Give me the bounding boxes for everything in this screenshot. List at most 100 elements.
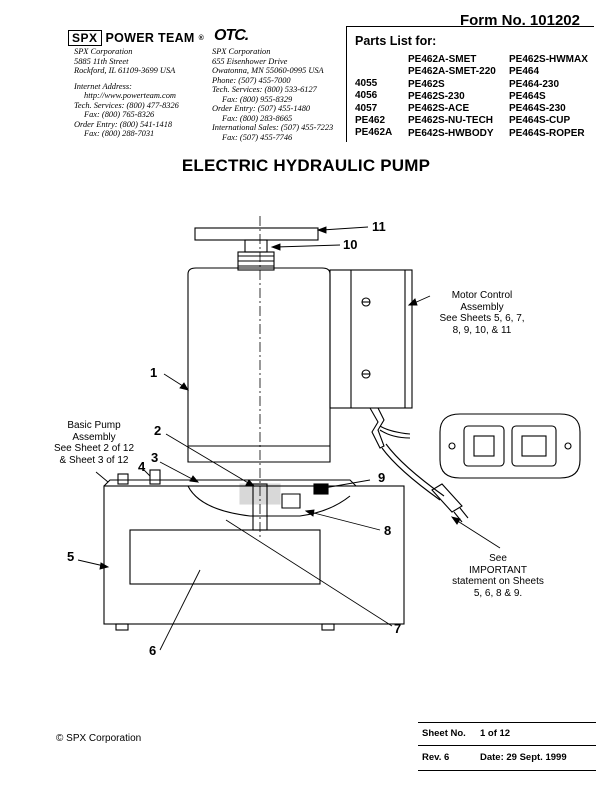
address-line: Internet Address: [74,81,132,91]
part-number: PE464 [509,66,540,78]
date-label: Date: 29 Sept. 1999 [480,752,567,763]
part-number: PE464S-CUP [509,115,571,127]
callout-10: 10 [343,237,358,252]
part-number: PE462S-NU-TECH [408,115,494,127]
note-line: Basic Pump [67,420,121,431]
part-number: PE462S [408,78,445,90]
power-team-logo: SPX POWER TEAM ® [68,30,204,46]
part-number: PE462S-HWMAX [509,54,588,65]
parts-list-col-2: PE462A-SMET PE462A-SMET-220 PE462S PE462… [408,54,496,140]
sheet-value: 1 of 12 [480,728,511,739]
power-cord-shape [381,447,441,501]
note-line: Assembly [460,301,504,313]
pump-housing-shape [187,485,351,517]
reservoir-panel-shape [129,529,321,585]
address-line: Tech. Services: (800) 477-8326 [74,100,179,110]
footer-rule [418,745,596,746]
motor-control-note: Motor Control Assembly See Sheets 5, 6, … [422,290,542,336]
copyright: © SPX Corporation [56,733,142,744]
address-owatonna: SPX Corporation 655 Eisenhower Drive Owa… [212,47,333,142]
top-handle-shape [194,227,319,241]
callout-3: 3 [151,450,159,465]
part-number: PE462A [355,127,393,139]
part-number: PE462A-SMET-220 [408,66,496,78]
footer-rule [418,722,596,723]
address-line: Order Entry: (800) 541-1418 [74,119,173,129]
note-line: See [489,553,507,564]
note-line: Assembly [72,431,116,443]
plug-shape [431,483,463,513]
important-note: See IMPORTANT statement on Sheets 5, 6, … [448,553,548,599]
address-line: Phone: (507) 455-7000 [212,75,291,85]
website-link[interactable]: http://www.powerteam.com [84,91,176,100]
address-line: Rockford, IL 61109-3699 USA [74,66,176,75]
address-line: SPX Corporation [74,47,133,56]
address-line: 655 Eisenhower Drive [212,56,288,66]
registered-mark: ® [198,34,204,42]
callout-8: 8 [384,523,392,538]
bolt-shape [117,473,129,485]
part-number: 4056 [355,90,378,102]
rev-label: Rev. 6 [422,752,450,763]
parts-list-col-1: 4055 4056 4057 PE462 PE462A [355,78,392,139]
callout-2: 2 [154,423,162,438]
spx-logo: SPX [68,30,102,46]
callout-11: 11 [372,219,386,234]
part-number: PE464S [509,90,546,102]
note-line: & Sheet 3 of 12 [59,454,129,466]
footer-rule [418,770,596,771]
address-line: Fax: (800) 765-8326 [84,110,155,119]
part-number: PE642S-HWBODY [408,127,494,139]
address-line: Order Entry: (507) 455-1480 [212,104,311,113]
note-line: 8, 9, 10, & 11 [452,324,512,336]
address-line: Tech. Services: (800) 533-6127 [212,85,317,94]
form-number: Form No. 101202 [459,12,580,29]
callout-4: 4 [138,459,146,474]
part-number: PE464S-230 [509,103,566,115]
part-number: 4057 [355,102,378,114]
motor-body-shape [187,267,331,463]
address-line: SPX Corporation [212,47,271,56]
reservoir-shape [103,485,405,625]
parts-list-title: Parts List for: [355,34,437,48]
otc-logo: OTC. [214,27,249,44]
part-number: PE464S-ROPER [509,127,585,139]
note-line: See Sheet 2 of 12 [53,443,135,454]
part-number: 4055 [355,78,378,89]
address-line: International Sales: (507) 455-7223 [212,123,334,132]
note-line: IMPORTANT [469,564,527,576]
note-line: 5, 6, 8 & 9. [473,587,523,599]
pendant-shape [439,413,581,479]
bolt-shape [149,469,161,485]
note-line: Motor Control [451,290,513,301]
address-line: Fax: (800) 283-8665 [222,113,293,123]
parts-list-top-rule [346,26,594,27]
basic-pump-note: Basic Pump Assembly See Sheet 2 of 12 & … [36,420,152,466]
part-number: PE462 [355,114,386,126]
part-number: PE462S-ACE [408,103,470,115]
motor-control-box-shape [329,269,413,409]
address-line: Fax: (800) 955-8329 [222,94,293,104]
address-line: Owatonna, MN 55060-0995 USA [212,66,324,75]
nut-shape [244,239,268,253]
cord-relief-shape [369,407,385,449]
power-team-wordmark: POWER TEAM [105,31,195,45]
parts-list-left-rule [346,26,347,142]
callout-9: 9 [378,470,386,485]
address-line: Fax: (507) 455-7746 [222,132,293,142]
callout-7: 7 [394,621,402,636]
address-rockford: SPX Corporation 5885 11th Street Rockfor… [74,47,179,139]
document-title: ELECTRIC HYDRAULIC PUMP [181,156,431,175]
part-number: PE462A-SMET [408,54,477,65]
callout-5: 5 [67,549,75,564]
note-line: statement on Sheets [452,576,544,587]
address-line: 5885 11th Street [74,56,129,66]
callout-6: 6 [149,643,157,658]
part-number: PE462S-230 [408,90,465,102]
parts-list-col-3: PE462S-HWMAX PE464 PE464-230 PE464S PE46… [509,54,588,140]
sheet-info-box: Sheet No. 1 of 12 Rev. 6 Date: 29 Sept. … [418,722,596,772]
address-line: Fax: (800) 288-7031 [84,129,155,138]
sheet-label: Sheet No. [422,728,466,739]
callout-1: 1 [150,365,158,380]
